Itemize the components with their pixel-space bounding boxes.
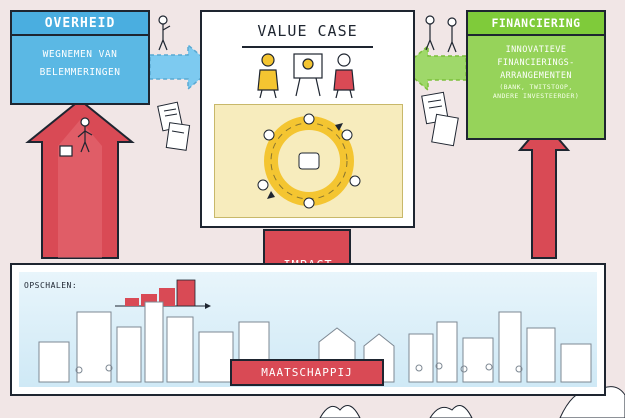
overheid-box: Overheid Wegnemen van belemmeringen <box>10 10 150 105</box>
financiering-subtext: (Bank, Twitstoop, andere investeerder) <box>492 83 580 100</box>
government-person-icon <box>158 15 171 51</box>
value-case-illustration <box>257 53 355 99</box>
person-with-bag-icon <box>59 117 93 157</box>
value-case-box: Value Case <box>200 10 415 228</box>
financiering-title: Financiering <box>468 12 604 36</box>
contracts-icon <box>421 91 459 147</box>
financiering-box: Financiering Innovatieve financierings- … <box>466 10 606 140</box>
value-cycle-illustration <box>257 113 361 209</box>
arrow-from-financiering <box>400 44 467 92</box>
city-skyline-icon <box>38 301 592 383</box>
value-case-title: Value Case <box>257 22 358 40</box>
overheid-title: Overheid <box>12 12 148 36</box>
right-up-arrow <box>517 120 571 259</box>
crowd-icon <box>75 362 523 374</box>
cycle-people-icon <box>257 113 361 209</box>
overheid-text: Wegnemen van belemmeringen <box>39 49 121 78</box>
cycle-arrows-icon <box>267 123 343 199</box>
maatschappij-label: Maatschappij <box>230 359 384 386</box>
value-cycle-panel <box>214 104 403 218</box>
financiering-main-text: Innovatieve financierings- arrangementen <box>497 45 575 81</box>
left-up-arrow <box>25 98 135 259</box>
cityscape-illustration <box>38 279 592 383</box>
presenters-icon <box>257 53 355 99</box>
value-case-underline <box>242 46 373 48</box>
financiering-text: Innovatieve financierings- arrangementen… <box>468 36 604 101</box>
scale-up-label: Opschalen: <box>24 281 78 290</box>
bottom-doodles <box>319 386 625 418</box>
documents-icon <box>157 101 191 151</box>
investors-icon <box>425 15 457 53</box>
